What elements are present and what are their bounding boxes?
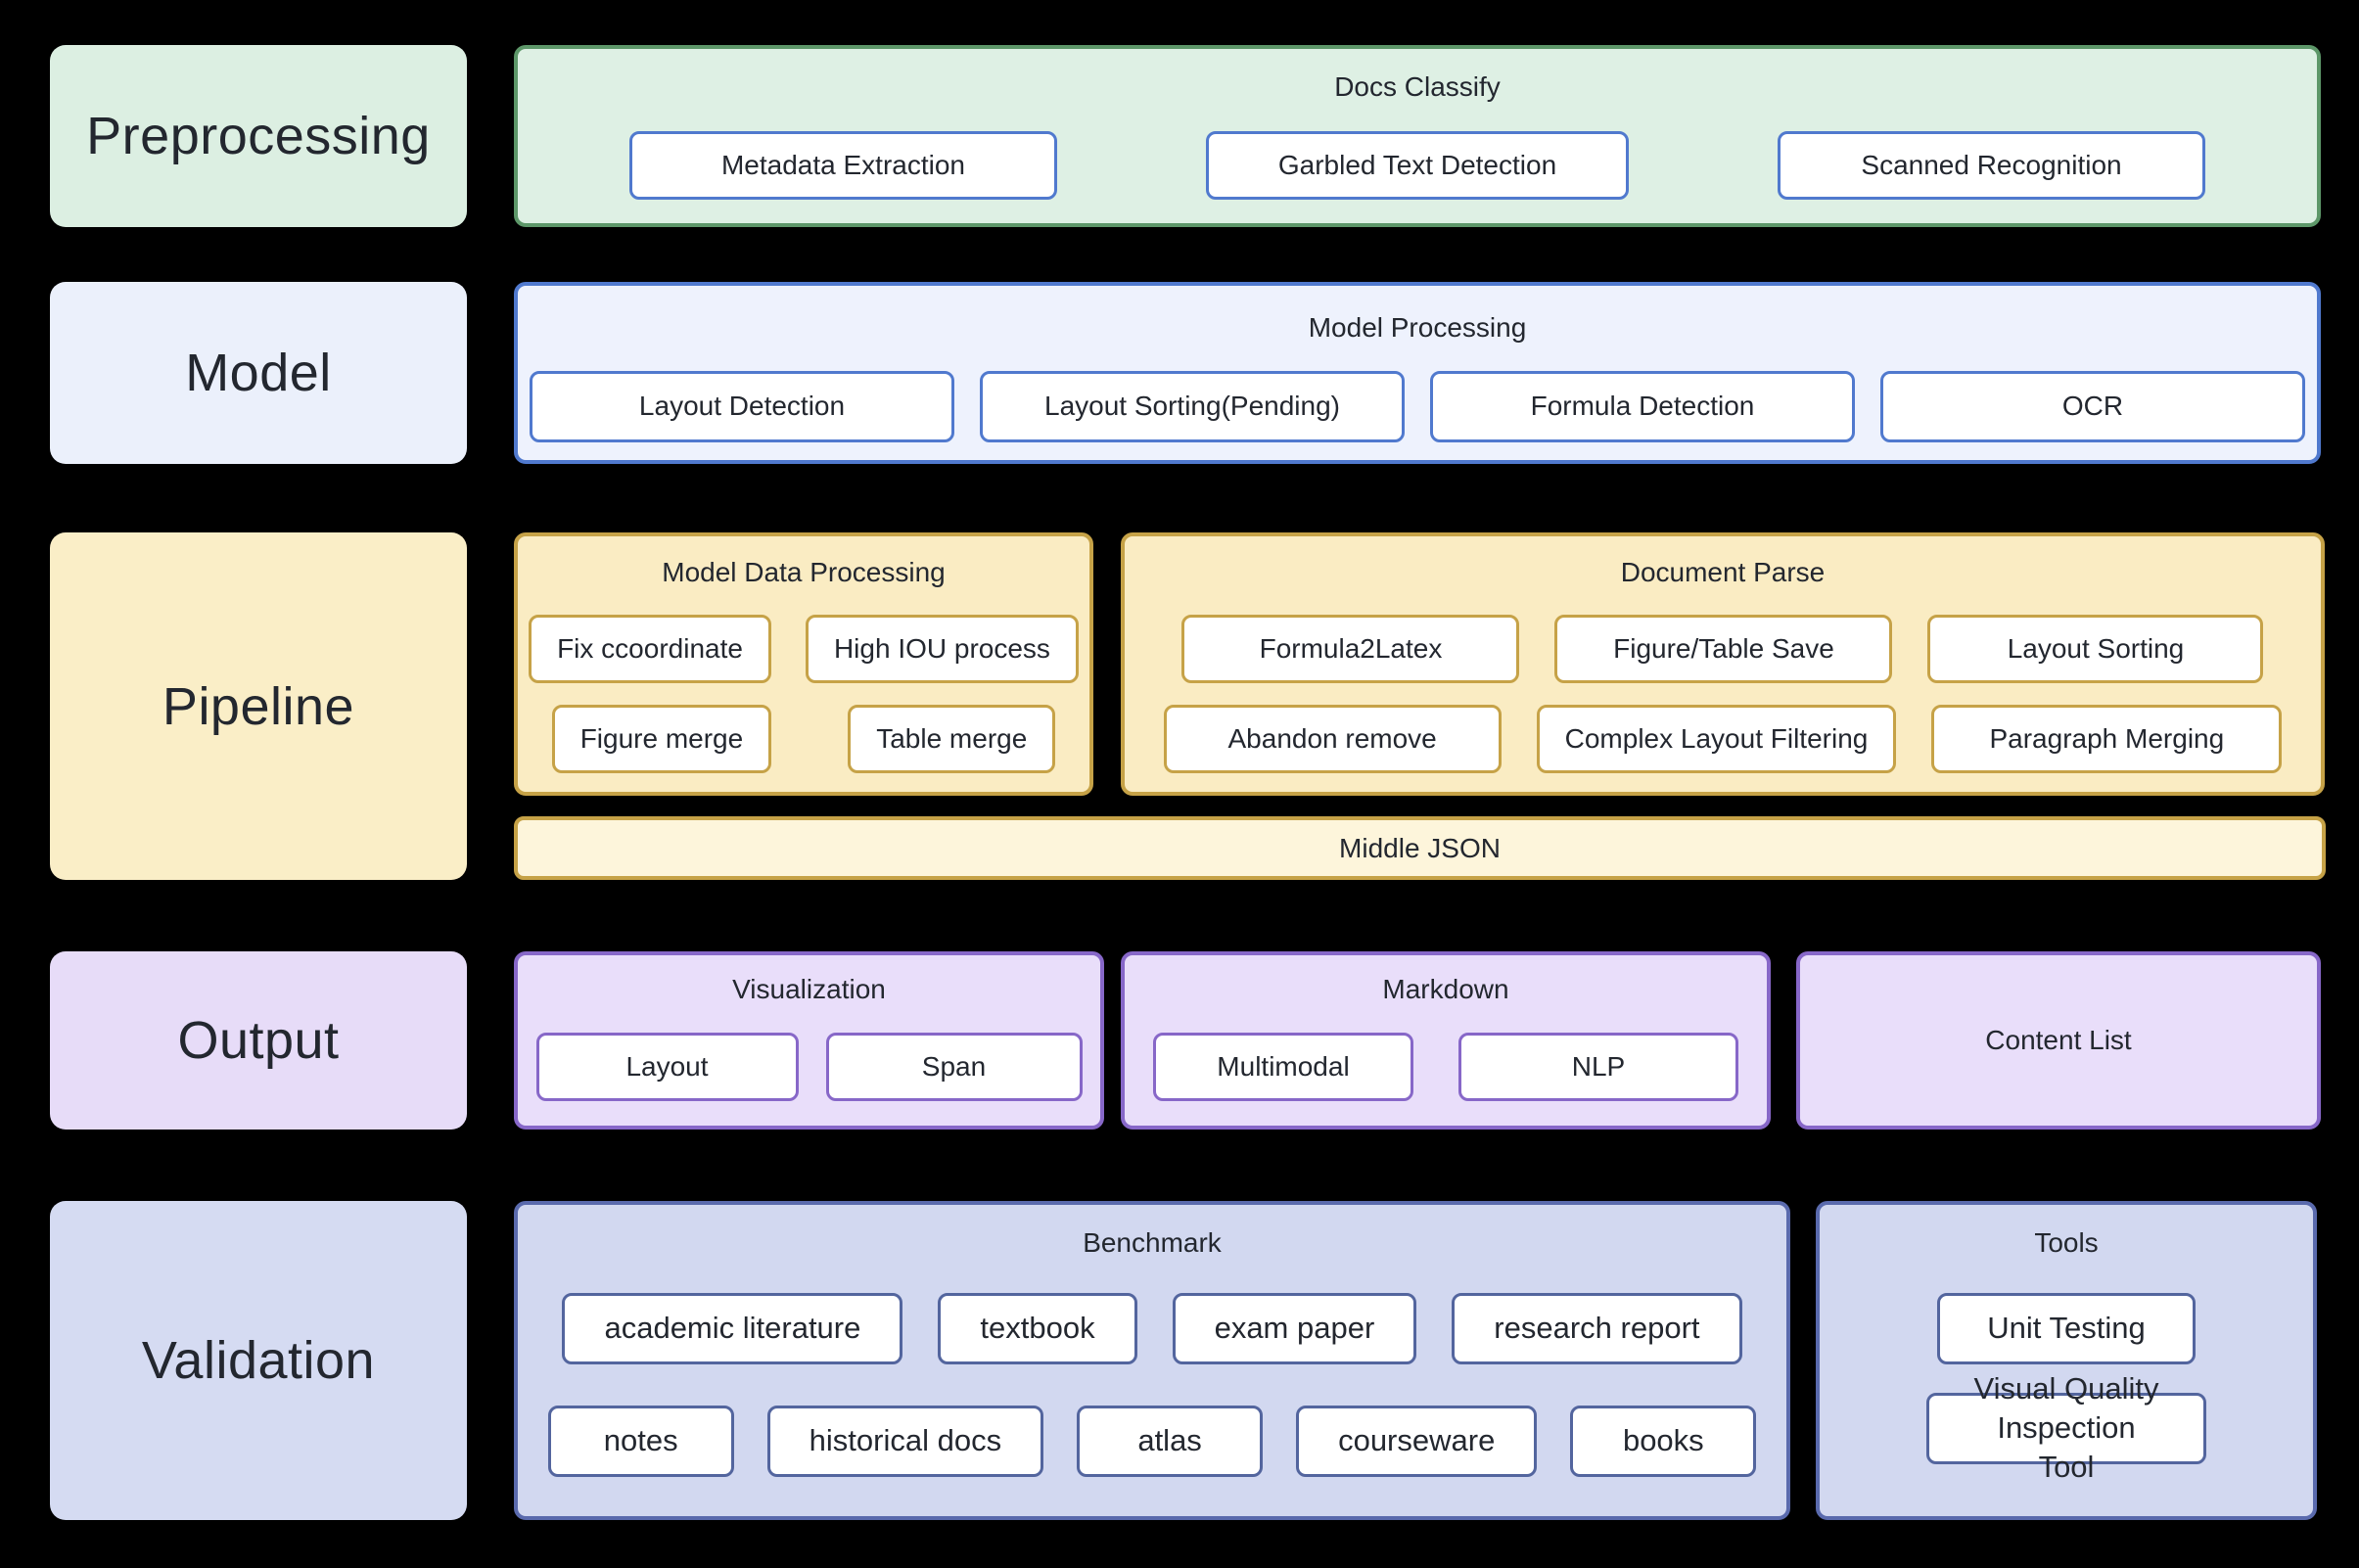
- stage-label-output: Output: [50, 951, 467, 1130]
- stage-label-preprocessing: Preprocessing: [50, 45, 467, 227]
- node-nlp: NLP: [1458, 1032, 1738, 1101]
- panel-visualization: Visualization Layout Span: [514, 951, 1104, 1130]
- node-historical-docs: historical docs: [766, 1405, 1044, 1477]
- node-exam-paper: exam paper: [1172, 1292, 1417, 1364]
- panel-title-model-processing: Model Processing: [1308, 312, 1527, 343]
- node-figure-merge: Figure merge: [551, 704, 772, 773]
- panel-content-list: Content List: [1796, 951, 2321, 1130]
- node-visual-quality-inspection-tool: Visual Quality Inspection Tool: [1926, 1371, 2206, 1484]
- node-span: Span: [825, 1032, 1083, 1101]
- panel-title-docs-classify: Docs Classify: [1334, 71, 1501, 102]
- node-layout: Layout: [535, 1032, 799, 1101]
- panel-markdown: Markdown Multimodal NLP: [1121, 951, 1771, 1130]
- panel-model-processing: Model Processing Layout Detection Layout…: [514, 282, 2321, 464]
- panel-docs-classify: Docs Classify Metadata Extraction Garble…: [514, 45, 2321, 227]
- node-abandon-remove: Abandon remove: [1163, 704, 1502, 773]
- node-courseware: courseware: [1296, 1405, 1538, 1477]
- node-unit-testing: Unit Testing: [1937, 1292, 2196, 1364]
- node-table-merge: Table merge: [848, 704, 1056, 773]
- node-layout-detection: Layout Detection: [530, 370, 954, 442]
- node-layout-sorting: Layout Sorting: [1927, 614, 2264, 683]
- panel-title-markdown: Markdown: [1382, 974, 1509, 1004]
- node-complex-layout-filtering: Complex Layout Filtering: [1536, 704, 1897, 773]
- stage-label-pipeline: Pipeline: [50, 532, 467, 880]
- panel-title-benchmark: Benchmark: [1083, 1227, 1222, 1258]
- panel-title-visualization: Visualization: [732, 974, 886, 1004]
- panel-document-parse: Document Parse Formula2Latex Figure/Tabl…: [1121, 532, 2325, 796]
- node-multimodal: Multimodal: [1153, 1032, 1413, 1101]
- node-fix-ccoordinate: Fix ccoordinate: [529, 614, 771, 683]
- middle-json-bar: Middle JSON: [514, 816, 2326, 880]
- node-academic-literature: academic literature: [562, 1292, 903, 1364]
- node-formula2latex: Formula2Latex: [1181, 614, 1520, 683]
- node-layout-sorting-pending: Layout Sorting(Pending): [980, 370, 1405, 442]
- node-garbled-text-detection: Garbled Text Detection: [1206, 130, 1629, 200]
- node-high-iou-process: High IOU process: [805, 614, 1079, 683]
- node-paragraph-merging: Paragraph Merging: [1931, 704, 2283, 773]
- panel-model-data-processing: Model Data Processing Fix ccoordinate Hi…: [514, 532, 1093, 796]
- stage-label-validation: Validation: [50, 1201, 467, 1520]
- stage-label-model: Model: [50, 282, 467, 464]
- panel-title-model-data-processing: Model Data Processing: [662, 557, 946, 587]
- node-ocr: OCR: [1880, 370, 2305, 442]
- panel-tools: Tools Unit Testing Visual Quality Inspec…: [1816, 1201, 2317, 1520]
- panel-title-document-parse: Document Parse: [1620, 557, 1826, 587]
- node-formula-detection: Formula Detection: [1430, 370, 1855, 442]
- node-metadata-extraction: Metadata Extraction: [629, 130, 1057, 200]
- node-figure-table-save: Figure/Table Save: [1554, 614, 1893, 683]
- panel-benchmark: Benchmark academic literature textbook e…: [514, 1201, 1790, 1520]
- node-atlas: atlas: [1077, 1405, 1264, 1477]
- node-books: books: [1570, 1405, 1757, 1477]
- panel-title-content-list: Content List: [1985, 1025, 2132, 1056]
- node-research-report: research report: [1452, 1292, 1742, 1364]
- panel-title-tools: Tools: [2034, 1227, 2099, 1258]
- node-scanned-recognition: Scanned Recognition: [1778, 130, 2205, 200]
- node-notes: notes: [547, 1405, 734, 1477]
- node-textbook: textbook: [938, 1292, 1137, 1364]
